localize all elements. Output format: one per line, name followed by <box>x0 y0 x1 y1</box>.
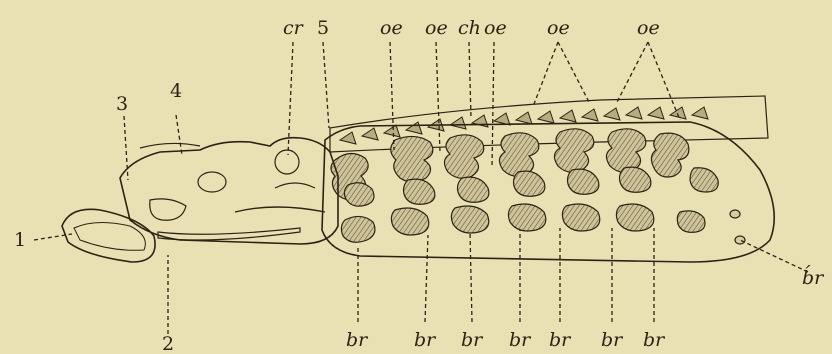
label-br-4: br <box>509 329 532 351</box>
label-br-7: br <box>643 329 666 351</box>
left-labels: 3 4 1 2 <box>14 80 182 354</box>
label-oe-4: oe <box>547 17 570 39</box>
label-br-3: br <box>461 329 484 351</box>
lingual-rod <box>158 228 300 240</box>
label-br-1: br <box>346 329 369 351</box>
top-labels: cr 5 oe oe ch oe oe oe <box>283 17 660 39</box>
label-oe-1: oe <box>380 17 403 39</box>
tail-rings <box>730 210 745 244</box>
label-oe-3: oe <box>484 17 507 39</box>
gill-openings <box>331 129 718 242</box>
label-br-5: br <box>549 329 572 351</box>
mouth-ring <box>62 209 155 262</box>
label-oe-5: oe <box>637 17 660 39</box>
label-3: 3 <box>116 93 128 115</box>
label-5: 5 <box>317 17 329 39</box>
label-4: 4 <box>170 80 182 102</box>
label-1: 1 <box>14 229 26 251</box>
label-oe-2: oe <box>425 17 448 39</box>
label-br-prime: b́r <box>802 264 825 289</box>
label-cr: cr <box>283 17 305 39</box>
cranium <box>120 138 338 244</box>
bottom-labels: br br br br br br br b́r <box>346 264 825 351</box>
label-br-6: br <box>601 329 624 351</box>
label-ch: ch <box>458 17 481 39</box>
label-2: 2 <box>162 333 174 354</box>
label-br-2: br <box>414 329 437 351</box>
